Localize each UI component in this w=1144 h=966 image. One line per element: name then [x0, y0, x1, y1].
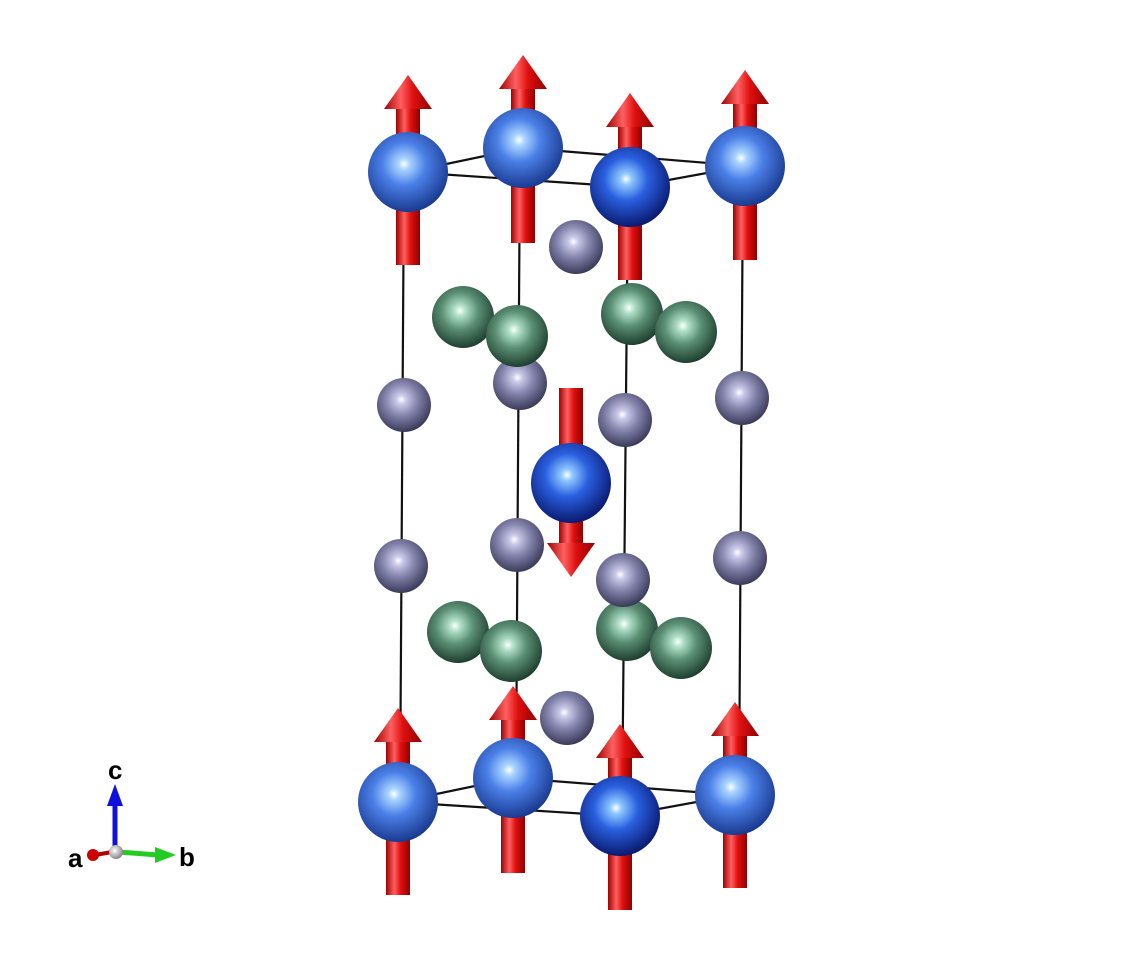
- cell-edge: [620, 186, 630, 817]
- minor-atom[interactable]: [549, 220, 603, 274]
- minor-atom[interactable]: [374, 539, 428, 593]
- ligand-atom[interactable]: [601, 283, 663, 345]
- magnetic-atom[interactable]: [695, 755, 775, 835]
- minor-atom[interactable]: [490, 518, 544, 572]
- minor-atom[interactable]: [540, 691, 594, 745]
- atoms-layer: [358, 55, 785, 910]
- magnetic-atom[interactable]: [358, 762, 438, 842]
- minor-atom[interactable]: [493, 356, 547, 410]
- minor-atom[interactable]: [715, 371, 769, 425]
- cell-edge: [737, 165, 745, 796]
- magnetic-atom[interactable]: [483, 108, 563, 188]
- ligand-atom[interactable]: [427, 601, 489, 663]
- ligand-atom[interactable]: [486, 305, 548, 367]
- axis-b-label: b: [179, 842, 195, 872]
- magnetic-atom[interactable]: [368, 132, 448, 212]
- cell-edge: [398, 171, 406, 803]
- ligand-atom[interactable]: [655, 301, 717, 363]
- ligand-atom[interactable]: [480, 620, 542, 682]
- magnetic-atom[interactable]: [580, 776, 660, 856]
- axis-origin: [109, 845, 123, 859]
- axis-a-label: a: [68, 843, 83, 873]
- axis-indicator: c b a: [68, 755, 195, 873]
- axis-b-arrow: [117, 849, 159, 858]
- axis-c-arrowhead: [107, 784, 123, 806]
- axis-b-arrowhead: [155, 847, 176, 863]
- ligand-atom[interactable]: [650, 617, 712, 679]
- magnetic-atom[interactable]: [473, 738, 553, 818]
- minor-atom[interactable]: [713, 531, 767, 585]
- minor-atom[interactable]: [596, 553, 650, 607]
- minor-atom[interactable]: [377, 378, 431, 432]
- axis-c-label: c: [108, 755, 122, 785]
- ligand-atom[interactable]: [432, 286, 494, 348]
- axis-a-ball: [87, 849, 99, 861]
- ligand-atom[interactable]: [596, 599, 658, 661]
- magnetic-atom[interactable]: [705, 126, 785, 206]
- magnetic-atom-center[interactable]: [531, 443, 611, 523]
- magnetic-atom[interactable]: [590, 147, 670, 227]
- minor-atom[interactable]: [598, 393, 652, 447]
